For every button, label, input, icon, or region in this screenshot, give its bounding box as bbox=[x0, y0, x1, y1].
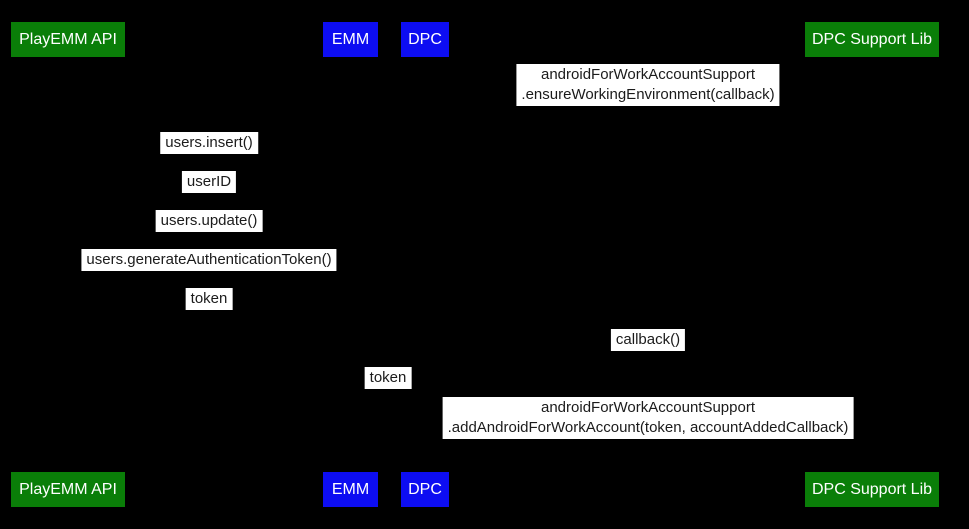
actor-dpc-top: DPC bbox=[401, 22, 449, 57]
actor-dpc-support-lib-bottom: DPC Support Lib bbox=[805, 472, 939, 507]
message-ensure-working-environment: androidForWorkAccountSupport .ensureWork… bbox=[516, 64, 780, 106]
actor-playemm-api-top: PlayEMM API bbox=[11, 22, 125, 57]
actor-emm-top: EMM bbox=[323, 22, 378, 57]
message-generate-auth-token: users.generateAuthenticationToken() bbox=[81, 249, 337, 271]
message-users-update: users.update() bbox=[155, 210, 263, 232]
message-userid: userID bbox=[181, 171, 237, 193]
actor-emm-bottom: EMM bbox=[323, 472, 378, 507]
message-line: .ensureWorkingEnvironment(callback) bbox=[521, 86, 775, 103]
message-add-android-for-work-account: androidForWorkAccountSupport .addAndroid… bbox=[442, 397, 854, 439]
message-line: androidForWorkAccountSupport bbox=[540, 66, 755, 83]
message-line: androidForWorkAccountSupport bbox=[541, 399, 755, 416]
message-token-forward: token bbox=[364, 367, 412, 389]
message-users-insert: users.insert() bbox=[160, 132, 258, 154]
message-callback: callback() bbox=[610, 329, 686, 351]
actor-dpc-bottom: DPC bbox=[401, 472, 449, 507]
actor-dpc-support-lib-top: DPC Support Lib bbox=[805, 22, 939, 57]
message-line: .addAndroidForWorkAccount(token, account… bbox=[447, 419, 849, 436]
actor-playemm-api-bottom: PlayEMM API bbox=[11, 472, 125, 507]
message-token-response: token bbox=[185, 288, 233, 310]
